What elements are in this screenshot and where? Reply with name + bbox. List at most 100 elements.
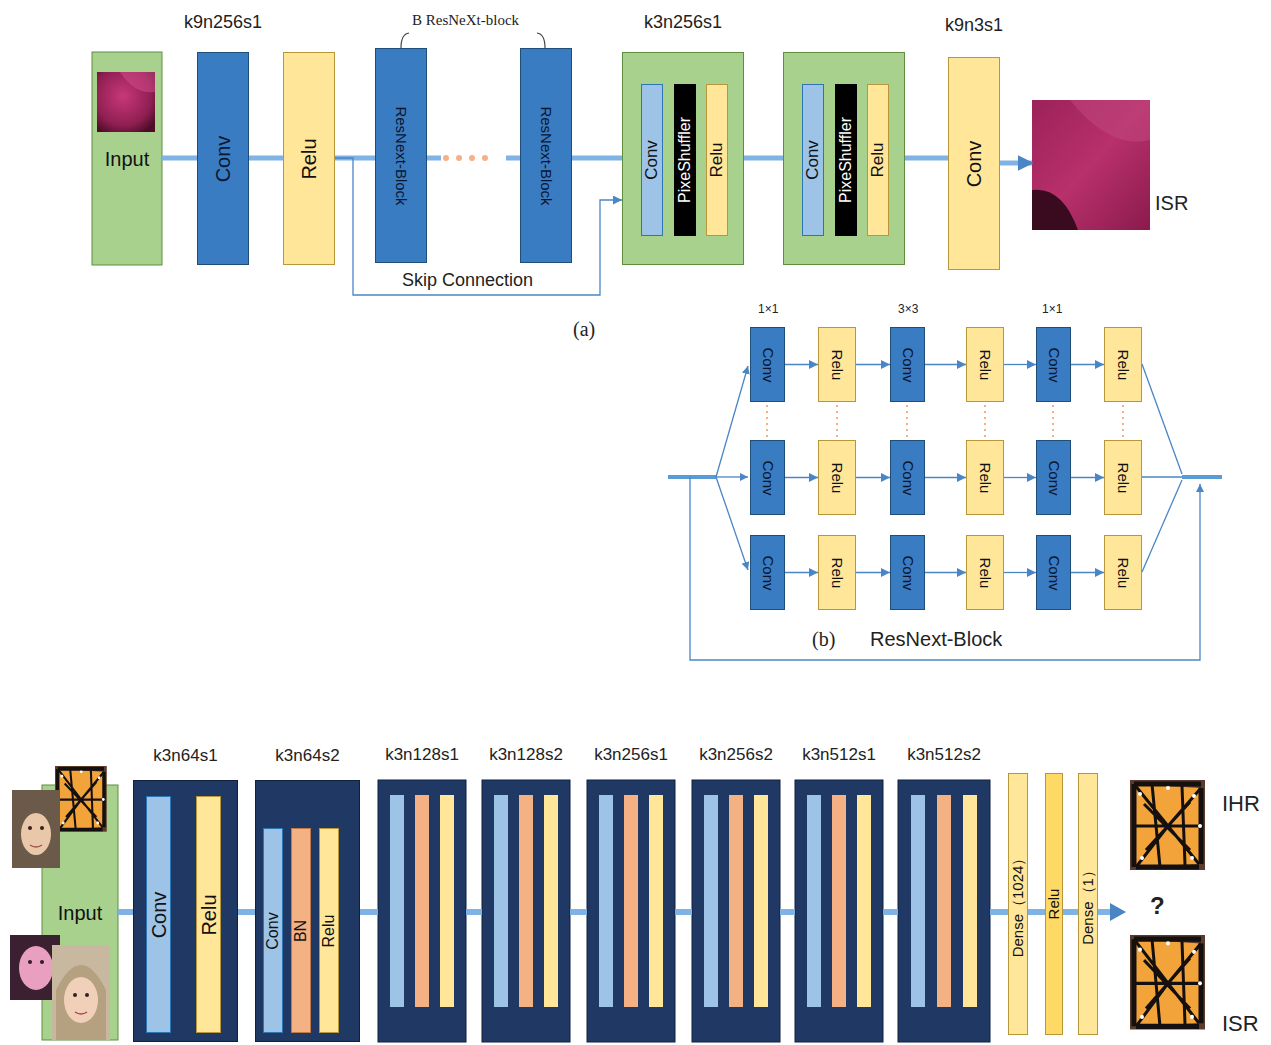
kernel-size: 3×3 — [898, 303, 918, 316]
conv-unit: Conv — [890, 327, 925, 402]
arrow-connector — [1071, 572, 1104, 573]
bracket-label: B ResNeXt-block — [412, 12, 519, 29]
layer-spec: k3n256s2 — [699, 746, 773, 765]
layer-name: Conv — [899, 460, 916, 495]
subfigure-tag: (a) — [573, 318, 595, 340]
layer-name: Conv — [899, 555, 916, 590]
generator-input-picture — [92, 52, 162, 265]
layer-spec: k3n256s1 — [594, 746, 668, 765]
arrow-connector — [925, 572, 966, 573]
question-mark: ? — [1150, 893, 1165, 919]
arrow-connector — [856, 477, 890, 478]
layer-name: Relu — [977, 349, 994, 380]
data-flow-line — [118, 909, 133, 915]
subfigure-tag: (b) — [812, 628, 835, 650]
layer-name: PixeShuffler — [676, 117, 694, 203]
layer-name: Relu — [1046, 889, 1063, 920]
layer-name: Input — [105, 148, 149, 170]
layer-name: Relu — [829, 349, 846, 380]
relu-unit: Relu — [1104, 327, 1142, 402]
conv-unit: Conv — [750, 440, 785, 515]
conv-unit: Conv — [750, 535, 785, 610]
conv-unit: Conv — [1036, 535, 1071, 610]
relu-layer: Relu — [319, 828, 339, 1033]
conv-layer: Conv — [802, 84, 824, 236]
conv-stack: k3n64s2ConvBNRelu — [255, 780, 360, 1042]
discriminator-output-arrow — [1098, 903, 1126, 921]
relu-layer: Relu — [867, 84, 889, 236]
layer-name: Relu — [708, 143, 727, 178]
data-flow-line — [427, 156, 520, 161]
layer-name: Relu — [1115, 462, 1132, 493]
relu-unit: Relu — [1104, 440, 1142, 515]
conv-layer: k9n3s1Conv — [948, 57, 1000, 270]
dense-layer: Dense（1024） — [1008, 773, 1028, 1035]
layer-spec: k3n128s1 — [385, 746, 459, 765]
layer-name: Conv — [804, 140, 823, 180]
data-flow-line — [360, 909, 378, 915]
data-flow-line — [990, 909, 1008, 915]
layer-spec: k3n64s2 — [275, 747, 339, 766]
conv-stack: k3n256s2 — [692, 780, 780, 1042]
data-flow-line — [572, 156, 622, 161]
layer-name: Conv — [643, 140, 662, 180]
layer-name: Conv — [1045, 460, 1062, 495]
input-box: Input — [92, 52, 162, 265]
discriminator-input-pictures — [10, 766, 118, 1040]
block-ellipsis — [443, 155, 488, 161]
arrow-connector — [856, 572, 890, 573]
layer-name: ResNext-Block — [538, 106, 555, 205]
layer-spec: k3n64s1 — [153, 747, 217, 766]
relu-layer: Relu — [1045, 773, 1063, 1035]
layer-spec: k3n512s2 — [907, 746, 981, 765]
layer-name: Relu — [1115, 557, 1132, 588]
dense-layer: Dense（1） — [1078, 773, 1098, 1035]
conv-layer: k9n256s1Conv — [197, 52, 249, 265]
arrow-connector — [925, 477, 966, 478]
layer-name: Conv — [759, 347, 776, 382]
layer-name: BN — [292, 919, 310, 941]
edge-label: Skip Connection — [400, 271, 535, 291]
layer-name: Relu — [977, 462, 994, 493]
layer-spec: k9n256s1 — [184, 13, 262, 33]
subfigure-caption: ResNext-Block — [870, 628, 1002, 650]
conv-stack: k3n128s2 — [482, 780, 570, 1042]
relu-layer: Relu — [283, 52, 335, 265]
data-flow-line — [238, 909, 255, 915]
conv-bn-relu-stacks — [378, 780, 990, 1042]
conv-layer: Conv — [641, 84, 663, 236]
input-box: Input — [42, 785, 118, 1040]
data-flow-line — [466, 909, 482, 915]
layer-spec: k9n3s1 — [945, 16, 1003, 36]
layer-name: Dense（1024） — [1010, 851, 1027, 958]
conv-unit: Conv — [750, 327, 785, 402]
resnext-block: ResNext-Block — [520, 48, 572, 263]
layer-spec: k3n512s1 — [802, 746, 876, 765]
data-flow-line — [162, 156, 197, 161]
layer-name: Relu — [829, 462, 846, 493]
data-flow-line — [675, 909, 692, 915]
arrow-connector — [1004, 364, 1036, 365]
layer-name: Conv — [264, 912, 282, 949]
layer-name: Relu — [829, 557, 846, 588]
upsample-group: k3n256s1ConvPixeShufflerRelu — [622, 52, 744, 265]
layer-name: Relu — [198, 894, 220, 935]
conv-layer: Conv — [263, 828, 283, 1033]
arrow-connector — [1004, 572, 1036, 573]
layer-name: Input — [58, 902, 102, 924]
arrow-connector — [1071, 364, 1104, 365]
hr-sr-pictures — [1130, 780, 1205, 1030]
upsample-group: Conv PixeShuffler Relu — [783, 52, 905, 265]
conv-unit: Conv — [890, 440, 925, 515]
layer-name: PixeShuffler — [837, 117, 855, 203]
layer-name: Conv — [148, 891, 170, 938]
relu-layer: Relu — [706, 84, 728, 236]
data-flow-line — [1063, 909, 1078, 915]
relu-unit: Relu — [966, 440, 1004, 515]
relu-unit: Relu — [966, 327, 1004, 402]
arrow-connector — [856, 364, 890, 365]
resnext-block: ResNext-Block — [375, 48, 427, 263]
block-bracket — [401, 33, 545, 48]
layer-name: Dense（1） — [1080, 863, 1097, 945]
relu-unit: Relu — [818, 440, 856, 515]
